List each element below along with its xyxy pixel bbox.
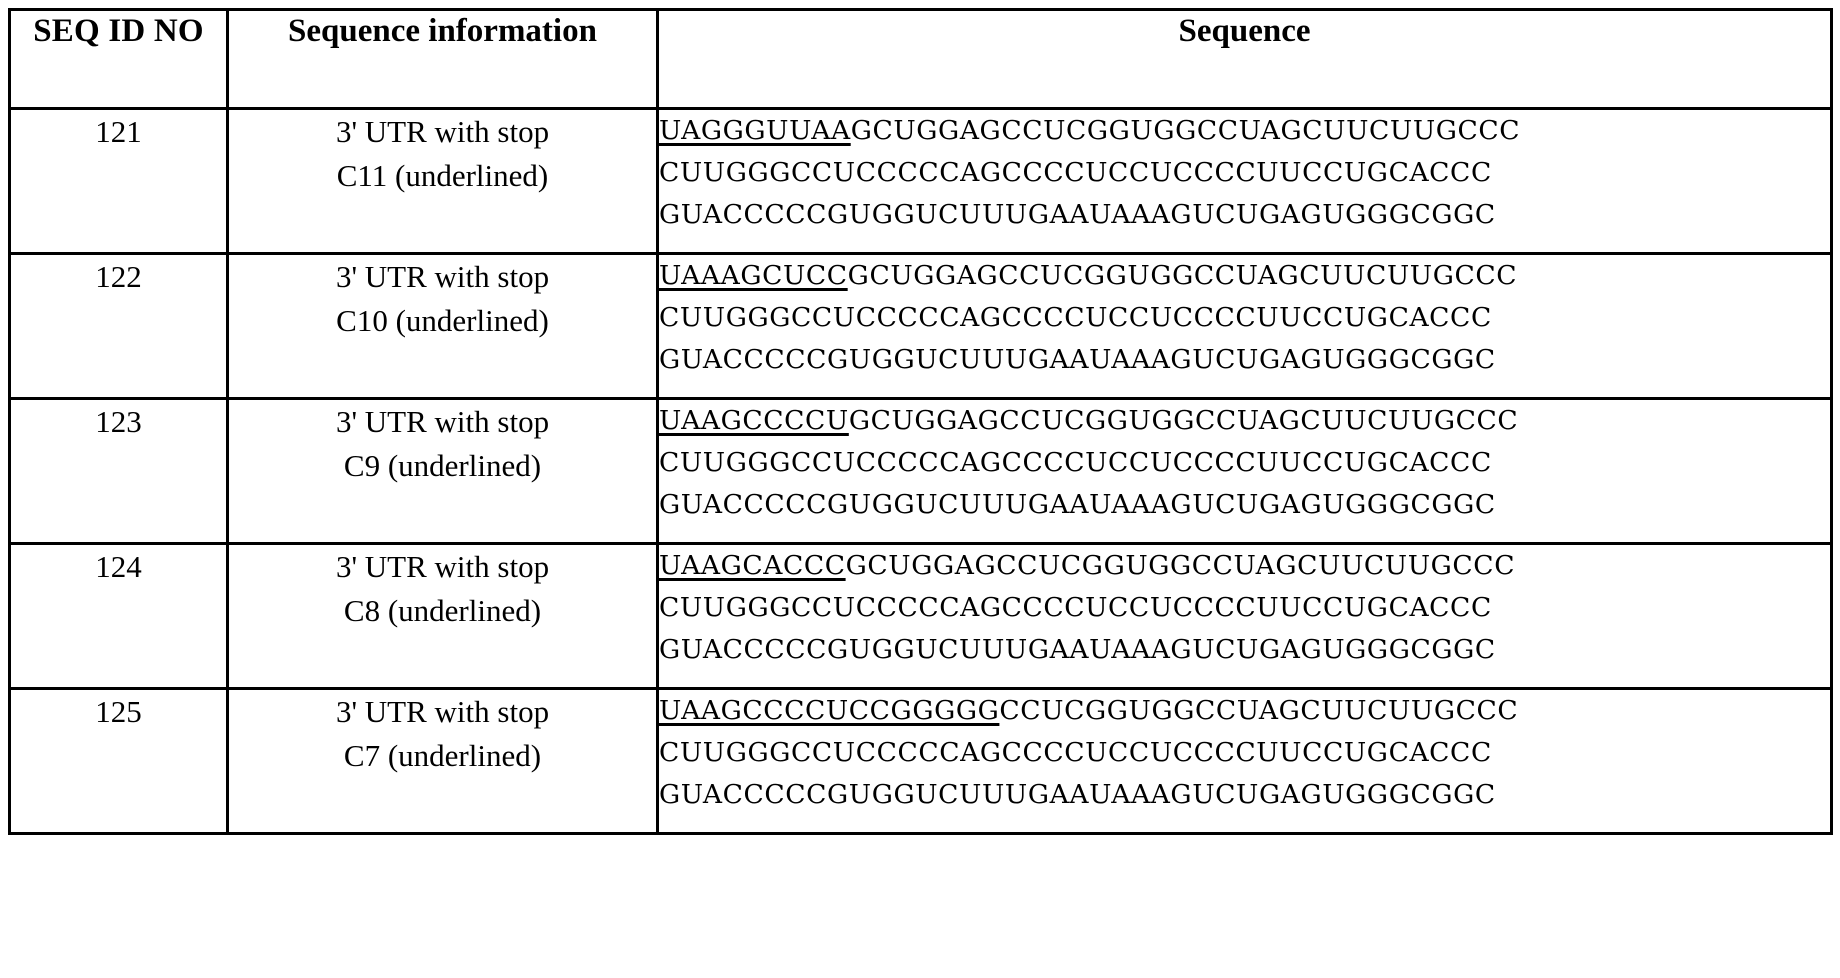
info-line-2: C9 (underlined) [343, 448, 542, 484]
sequence-line-2: CUUGGGCCUCCCCCAGCCCCUCCUCCCCUUCCUGCACCC [659, 301, 1492, 333]
info-line-2: C11 (underlined) [336, 158, 549, 194]
sequence-line-3: GUACCCCCGUGGUCUUUGAAUAAAGUCUGAGUGGGCGGC [659, 488, 1496, 520]
table-header: SEQ ID NO Sequence information Sequence [8, 8, 1833, 110]
cell-sequence: UAGGGUUAAGCUGGAGCCUCGGUGGCCUAGCUUCUUGCCC… [656, 107, 1833, 255]
sequence-line-3: GUACCCCCGUGGUCUUUGAAUAAAGUCUGAGUGGGCGGC [659, 633, 1496, 665]
sequence-line-1: UAAGCCCCUCCGGGGGCCUCGGUGGCCUAGCUUCUUGCCC [659, 690, 1830, 732]
table-row: 122 3' UTR with stop C10 (underlined) UA… [8, 252, 1833, 400]
sequence-line-1: UAAAGCUCCGCUGGAGCCUCGGUGGCCUAGCUUCUUGCCC [659, 255, 1830, 297]
cell-sequence: UAAAGCUCCGCUGGAGCCUCGGUGGCCUAGCUUCUUGCCC… [656, 252, 1833, 400]
sequence-underlined-prefix: UAAGCCCCUCCGGGGG [659, 695, 1000, 726]
table-row: 125 3' UTR with stop C7 (underlined) UAA… [8, 687, 1833, 835]
info-line-1: 3' UTR with stop [335, 259, 550, 294]
header-row: SEQ ID NO Sequence information Sequence [8, 8, 1833, 110]
cell-sequence-information: 3' UTR with stop C7 (underlined) [226, 687, 659, 835]
cell-sequence: UAAGCACCCGCUGGAGCCUCGGUGGCCUAGCUUCUUGCCC… [656, 542, 1833, 690]
info-line-1: 3' UTR with stop [335, 114, 550, 149]
sequence-line-3: GUACCCCCGUGGUCUUUGAAUAAAGUCUGAGUGGGCGGC [659, 778, 1496, 810]
sequence-line-1-rest: GCUGGAGCCUCGGUGGCCUAGCUUCUUGCCC [845, 550, 1516, 581]
info-line-1: 3' UTR with stop [335, 694, 550, 729]
table-row: 124 3' UTR with stop C8 (underlined) UAA… [8, 542, 1833, 690]
column-header-sequence-information: Sequence information [226, 8, 659, 110]
cell-seq-id-no: 123 [8, 397, 229, 545]
table-row: 121 3' UTR with stop C11 (underlined) UA… [8, 107, 1833, 255]
column-header-seq-id-no: SEQ ID NO [8, 8, 229, 110]
sequence-underlined-prefix: UAAGCACCC [659, 550, 846, 581]
cell-seq-id-no: 122 [8, 252, 229, 400]
sequence-underlined-prefix: UAGGGUUAA [659, 115, 851, 146]
sequence-line-3: GUACCCCCGUGGUCUUUGAAUAAAGUCUGAGUGGGCGGC [659, 198, 1496, 230]
cell-sequence: UAAGCCCCUCCGGGGGCCUCGGUGGCCUAGCUUCUUGCCC… [656, 687, 1833, 835]
info-line-2: C8 (underlined) [343, 593, 542, 629]
sequence-line-1: UAGGGUUAAGCUGGAGCCUCGGUGGCCUAGCUUCUUGCCC [659, 110, 1830, 152]
cell-seq-id-no: 125 [8, 687, 229, 835]
table-body: 121 3' UTR with stop C11 (underlined) UA… [8, 107, 1833, 835]
cell-sequence-information: 3' UTR with stop C8 (underlined) [226, 542, 659, 690]
cell-sequence: UAAGCCCCUGCUGGAGCCUCGGUGGCCUAGCUUCUUGCCC… [656, 397, 1833, 545]
sequence-line-2: CUUGGGCCUCCCCCAGCCCCUCCUCCCCUUCCUGCACCC [659, 736, 1492, 768]
sequence-line-1-rest: GCUGGAGCCUCGGUGGCCUAGCUUCUUGCCC [848, 405, 1519, 436]
cell-seq-id-no: 121 [8, 107, 229, 255]
sequence-line-2: CUUGGGCCUCCCCCAGCCCCUCCUCCCCUUCCUGCACCC [659, 591, 1492, 623]
cell-seq-id-no: 124 [8, 542, 229, 690]
info-line-2: C10 (underlined) [336, 303, 549, 339]
sequence-line-1: UAAGCACCCGCUGGAGCCUCGGUGGCCUAGCUUCUUGCCC [659, 545, 1830, 587]
sequence-line-2: CUUGGGCCUCCCCCAGCCCCUCCUCCCCUUCCUGCACCC [659, 446, 1492, 478]
cell-sequence-information: 3' UTR with stop C11 (underlined) [226, 107, 659, 255]
sequence-line-2: CUUGGGCCUCCCCCAGCCCCUCCUCCCCUUCCUGCACCC [659, 156, 1492, 188]
sequence-line-1-rest: CCUCGGUGGCCUAGCUUCUUGCCC [999, 695, 1519, 726]
sequence-line-1-rest: GCUGGAGCCUCGGUGGCCUAGCUUCUUGCCC [850, 115, 1521, 146]
sequence-underlined-prefix: UAAGCCCCU [659, 405, 849, 436]
sequence-line-1-rest: GCUGGAGCCUCGGUGGCCUAGCUUCUUGCCC [847, 260, 1518, 291]
cell-sequence-information: 3' UTR with stop C10 (underlined) [226, 252, 659, 400]
column-header-sequence: Sequence [656, 8, 1833, 110]
sequence-line-1: UAAGCCCCUGCUGGAGCCUCGGUGGCCUAGCUUCUUGCCC [659, 400, 1830, 442]
info-line-1: 3' UTR with stop [335, 404, 550, 439]
info-line-1: 3' UTR with stop [335, 549, 550, 584]
sequence-listing-table: SEQ ID NO Sequence information Sequence … [8, 8, 1833, 835]
sequence-underlined-prefix: UAAAGCUCC [659, 260, 848, 291]
sequence-line-3: GUACCCCCGUGGUCUUUGAAUAAAGUCUGAGUGGGCGGC [659, 343, 1496, 375]
info-line-2: C7 (underlined) [343, 738, 542, 774]
cell-sequence-information: 3' UTR with stop C9 (underlined) [226, 397, 659, 545]
table-row: 123 3' UTR with stop C9 (underlined) UAA… [8, 397, 1833, 545]
